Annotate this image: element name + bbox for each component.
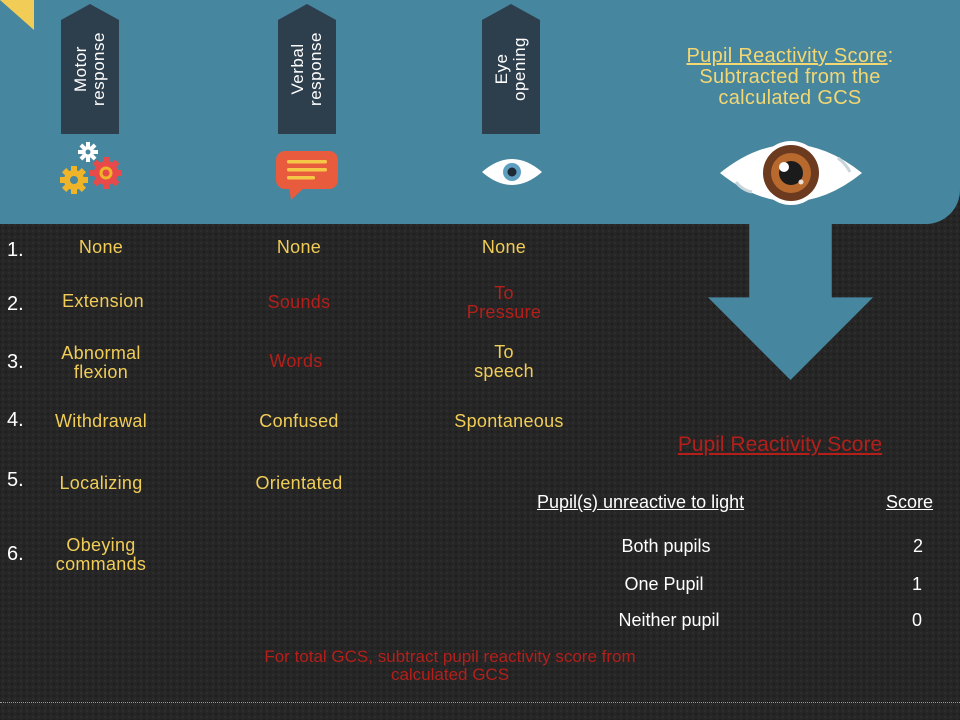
verbal-response-label: Verbal response [288, 32, 325, 106]
row-number: 6. [7, 543, 24, 565]
eye-cell: Spontaneous [454, 411, 564, 431]
pupil-table-label: Neither pupil [618, 610, 720, 630]
eye-opening-banner: Eye opening [482, 4, 540, 134]
eye-opening-label: Eye opening [492, 36, 530, 102]
pupil-table-heading: Pupil Reactivity Score [677, 433, 883, 456]
pupil-table-score: 2 [912, 536, 923, 556]
eye-icon [482, 159, 542, 185]
verbal-cell: Words [269, 351, 323, 371]
motor-cell: Withdrawal [54, 411, 148, 431]
motor-cell: Obeying commands [55, 535, 147, 574]
pupil-score-title-colon: : [887, 45, 894, 67]
eye-cell: To speech [474, 342, 534, 381]
pupil-score-subtitle: Subtracted from the calculated GCS [699, 66, 881, 109]
verbal-cell: Orientated [255, 473, 343, 493]
verbal-response-banner: Verbal response [278, 4, 336, 134]
pupil-table-label: One Pupil [624, 574, 704, 594]
eye-cell: To Pressure [466, 283, 542, 322]
large-eye-icon [720, 141, 862, 205]
motor-response-label: Motor response [71, 32, 108, 106]
row-number: 2. [7, 293, 24, 315]
pupil-table-col-label: Pupil(s) unreactive to light [537, 492, 745, 512]
row-number: 1. [7, 239, 24, 261]
motor-cell: Abnormal flexion [61, 343, 141, 382]
pupil-score-title: Pupil Reactivity Score: Subtracted from … [640, 46, 940, 109]
eye-cell: None [481, 237, 527, 257]
verbal-cell: Sounds [267, 292, 331, 312]
speech-bubble-icon [276, 151, 338, 200]
pupil-table-col-score: Score [886, 492, 934, 512]
motor-cell: None [78, 237, 124, 257]
down-arrow [708, 224, 873, 380]
divider [0, 702, 960, 703]
pupil-score-title-link: Pupil Reactivity Score [686, 45, 888, 67]
pupil-table-score: 1 [911, 574, 922, 594]
motor-cell: Extension [62, 291, 144, 311]
row-number: 4. [7, 409, 24, 431]
corner-accent [0, 0, 34, 30]
gears-icon [60, 142, 122, 194]
motor-cell: Localizing [59, 473, 143, 493]
pupil-table-label: Both pupils [621, 536, 711, 556]
pupil-table-score: 0 [911, 610, 922, 630]
verbal-cell: None [276, 237, 322, 257]
row-number: 3. [7, 351, 24, 373]
footer-note: For total GCS, subtract pupil reactivity… [264, 647, 636, 684]
row-number: 5. [7, 469, 24, 491]
motor-response-banner: Motor response [61, 4, 119, 134]
verbal-cell: Confused [259, 411, 339, 431]
